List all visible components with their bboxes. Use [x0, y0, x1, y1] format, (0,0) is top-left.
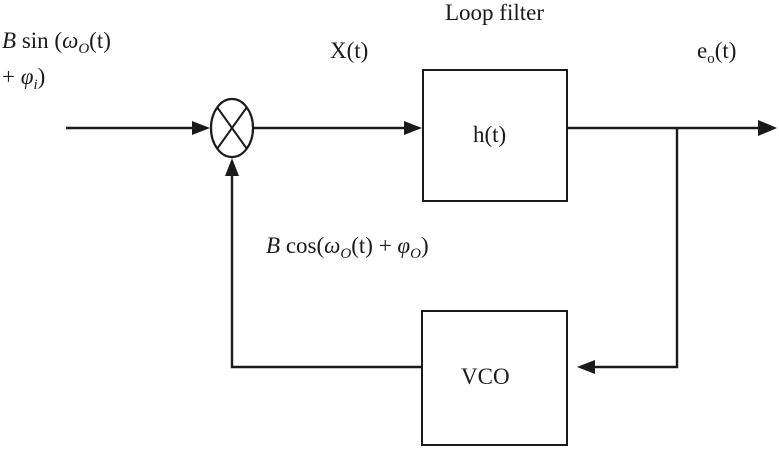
output-label: eo(t)	[697, 38, 736, 67]
loop-filter-label: h(t)	[473, 122, 506, 147]
input-phi-subscript: i	[33, 77, 37, 93]
input-time-arg: (t)	[89, 28, 111, 53]
input-amplitude: B	[2, 28, 16, 53]
mixer-output-arrowhead	[404, 121, 422, 135]
input-plus: +	[2, 64, 21, 89]
mixer-output-label: X(t)	[330, 38, 368, 63]
output-time-arg: (t)	[715, 38, 737, 63]
input-arrowhead	[192, 121, 210, 135]
feedback-mid: (t) +	[351, 233, 397, 258]
input-phi: φ	[21, 64, 34, 89]
feedback-cos-func: cos(	[280, 233, 324, 258]
mixer-cross-b	[216, 106, 248, 150]
vco-feedback-wire	[230, 172, 422, 369]
output-e: e	[697, 38, 707, 63]
input-omega-subscript: O	[78, 41, 89, 57]
vco-block	[421, 310, 568, 446]
feedback-close-paren: )	[421, 233, 429, 258]
input-close-paren: )	[38, 64, 46, 89]
feedback-omega-subscript: O	[340, 246, 351, 262]
output-arrowhead	[758, 120, 777, 136]
vco-label: VCO	[461, 364, 510, 389]
mixer	[209, 97, 255, 159]
feedback-signal-label: B cos(ωO(t) + φO)	[266, 233, 429, 262]
output-subscript: o	[707, 51, 715, 67]
feedback-amplitude: B	[266, 233, 280, 258]
loop-filter-block	[422, 69, 568, 202]
vco-input-arrowhead	[577, 360, 595, 374]
input-sin-func: sin (	[16, 28, 62, 53]
loop-filter-title: Loop filter	[445, 0, 544, 25]
feedback-phi: φ	[397, 233, 410, 258]
feedback-tap-wire	[590, 128, 679, 369]
feedback-phi-subscript: O	[410, 246, 421, 262]
input-omega: ω	[62, 28, 78, 53]
mixer-feedback-arrowhead	[225, 158, 239, 176]
input-signal-line1: B sin (ωO(t)	[2, 28, 111, 57]
input-signal-line2: + φi)	[2, 64, 45, 93]
feedback-omega: ω	[324, 233, 340, 258]
